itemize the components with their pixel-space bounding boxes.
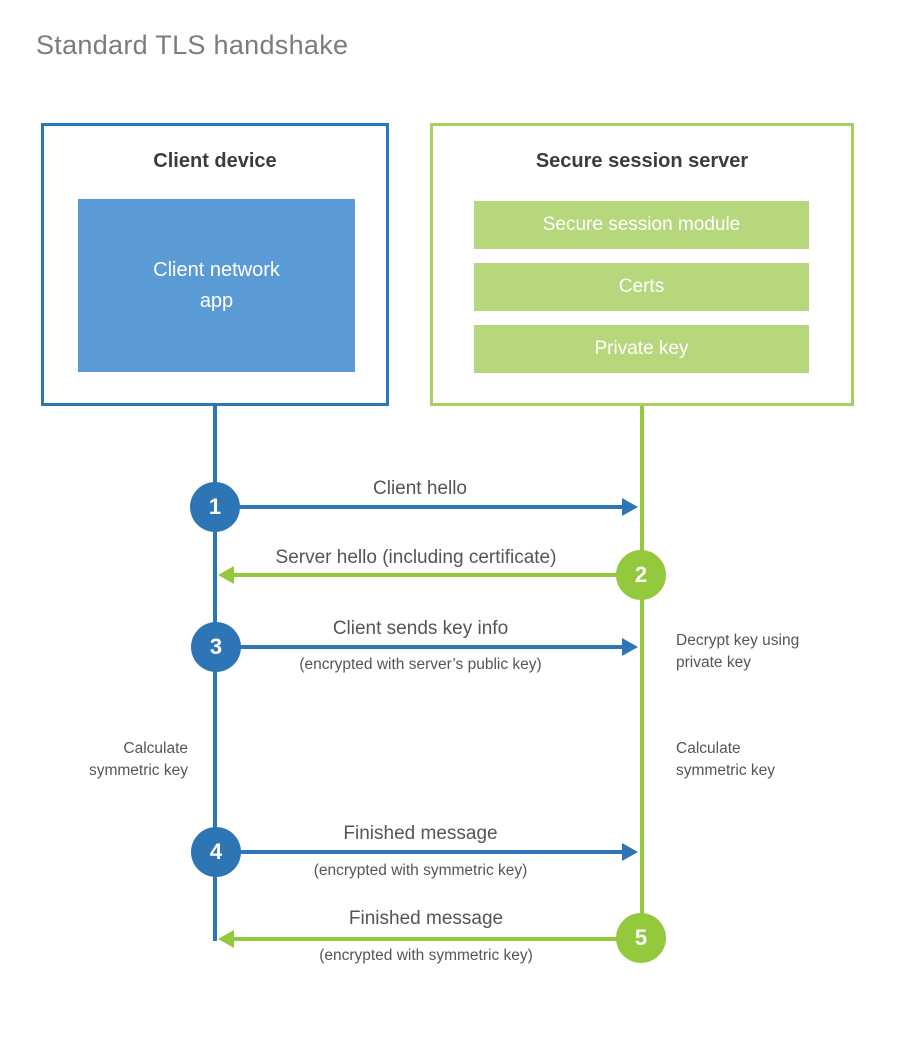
client-network-app-box: Client network app (78, 199, 355, 372)
arrowhead-right-icon (622, 498, 638, 516)
server-finished-label: Finished message (348, 908, 504, 929)
calculate-symmetric-key-note-server: Calculate symmetric key (676, 740, 776, 780)
step-3-circle: 3 (191, 622, 241, 672)
client-finished-label: Finished message (343, 823, 498, 844)
client-key-info-arrow (219, 638, 638, 656)
client-hello-label: Client hello (373, 478, 467, 499)
server-lifeline (640, 406, 644, 939)
step-2-circle: 2 (616, 550, 666, 600)
server-module-certs: Certs (474, 263, 809, 311)
arrowhead-left-icon (218, 566, 234, 584)
client-device-title: Client device (153, 150, 277, 172)
server-module-secure-session: Secure session module (474, 201, 809, 249)
client-hello-arrow (218, 498, 638, 516)
arrowhead-left-icon (218, 930, 234, 948)
page-title: Standard TLS handshake (36, 30, 349, 60)
server-finished-sublabel: (encrypted with symmetric key) (319, 947, 533, 964)
server-finished-arrow (218, 930, 618, 948)
server-hello-label: Server hello (including certificate) (275, 547, 557, 568)
step-5-circle: 5 (616, 913, 666, 963)
step-1-circle: 1 (190, 482, 240, 532)
calculate-symmetric-key-note-client: Calculate symmetric key (88, 740, 188, 780)
server-title: Secure session server (535, 150, 749, 172)
client-finished-sublabel: (encrypted with symmetric key) (313, 862, 528, 879)
step-4-circle: 4 (191, 827, 241, 877)
server-hello-arrow (218, 566, 618, 584)
client-key-info-sublabel: (encrypted with server’s public key) (299, 656, 542, 673)
server-box: Secure session server Secure session mod… (430, 123, 854, 406)
decrypt-key-note: Decrypt key using private key (676, 632, 800, 672)
client-finished-arrow (219, 843, 638, 861)
client-key-info-label: Client sends key info (332, 618, 509, 639)
arrowhead-right-icon (622, 638, 638, 656)
server-module-private-key: Private key (474, 325, 809, 373)
client-lifeline (213, 406, 217, 941)
client-device-box: Client device Client network app (41, 123, 389, 406)
arrowhead-right-icon (622, 843, 638, 861)
